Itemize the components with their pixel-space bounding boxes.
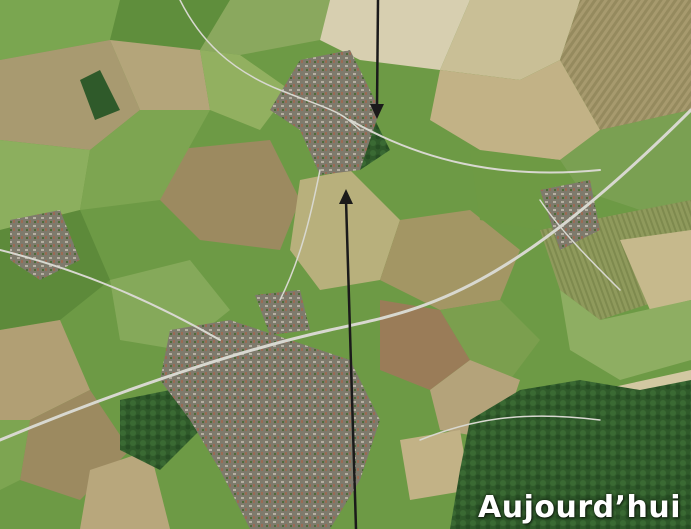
pointer-arrows — [339, 0, 384, 529]
roads — [0, 0, 691, 442]
arrow-bottom — [344, 199, 358, 529]
arrow-bottom-head — [339, 189, 353, 204]
village-areas — [10, 50, 600, 529]
caption-label: Aujourd’hui — [478, 490, 681, 525]
arrow-top-head — [370, 104, 384, 119]
arrow-top — [375, 0, 380, 109]
